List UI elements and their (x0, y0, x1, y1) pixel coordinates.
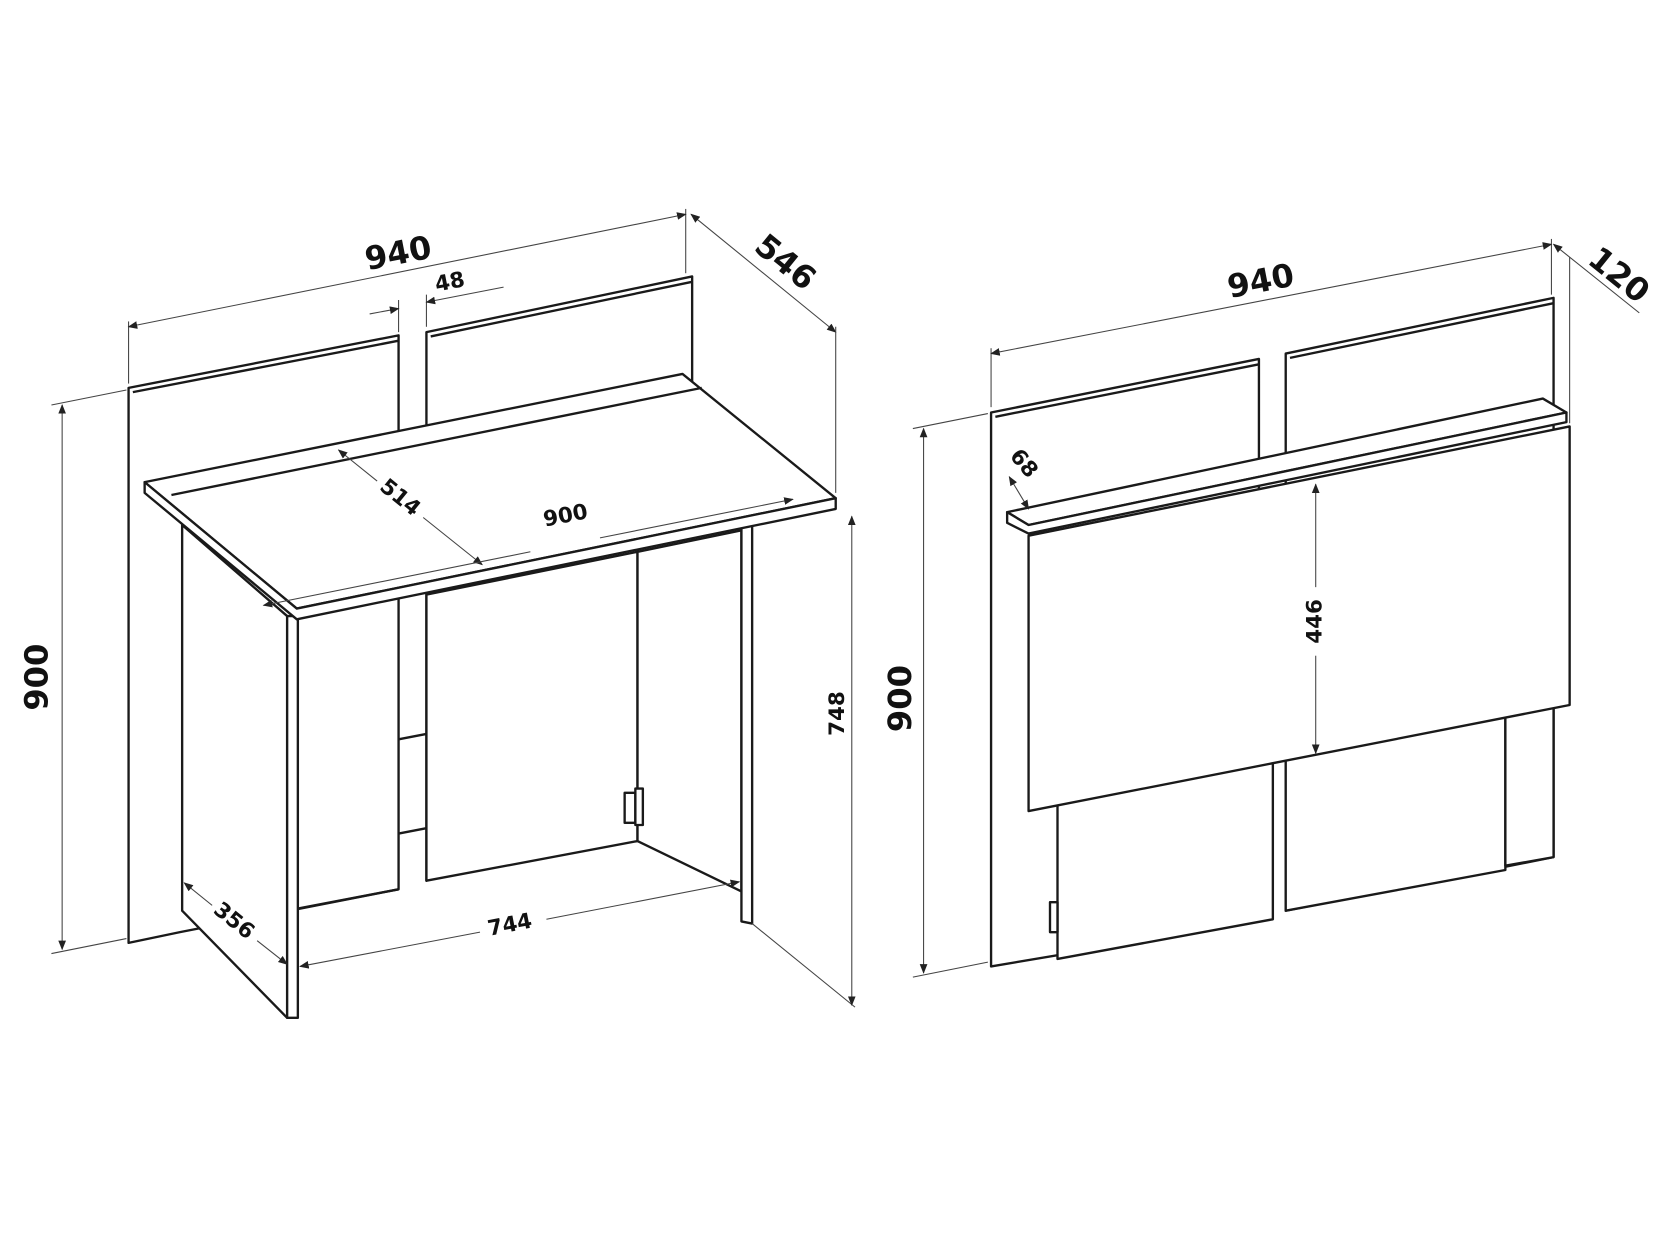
dim-panel-gap: 48 (433, 267, 467, 297)
right-leg-front (740, 523, 754, 925)
rail (398, 732, 427, 741)
dim-table-height: 748 (825, 691, 850, 736)
panel-edge (995, 363, 1260, 418)
top-split-line (171, 386, 703, 497)
folded-top (1027, 425, 1571, 813)
dim-depth: 546 (748, 226, 824, 298)
dim-overall-width: 940 (362, 228, 435, 278)
panel-edge (132, 339, 399, 394)
shelf-edge (1005, 411, 1568, 535)
hinge-icon (1048, 900, 1059, 934)
leg-bottom (297, 888, 399, 910)
dim-inner-width: 744 (486, 909, 535, 942)
dim-overall-height: 900 (18, 644, 56, 711)
open-desk: 940 546 48 900 748 514 900 356 744 (18, 208, 856, 1020)
rail (398, 827, 427, 835)
dim-folded-height: 900 (881, 665, 919, 732)
dim-folded-top-height: 446 (1303, 599, 1328, 644)
dim-folded-width: 940 (1224, 256, 1297, 306)
leg-side (1504, 697, 1555, 867)
hinge-icon (623, 787, 645, 827)
left-leg-front (285, 614, 300, 1020)
right-leg-inner (636, 529, 743, 893)
folded-desk: 940 120 900 68 446 (881, 238, 1657, 978)
dim-folded-depth: 120 (1581, 239, 1657, 311)
back-lower-panel (425, 550, 639, 882)
table-top-edge (143, 480, 837, 621)
